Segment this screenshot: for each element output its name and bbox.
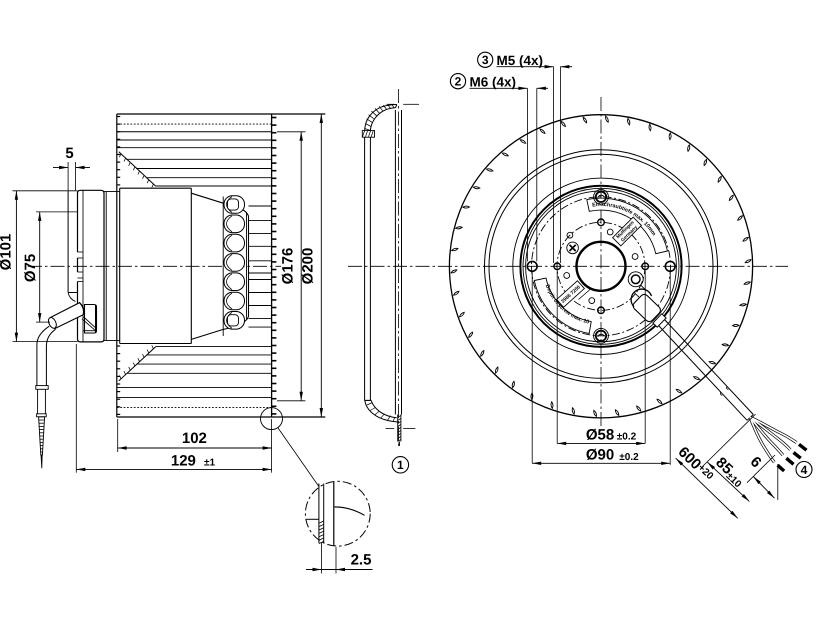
svg-text:±1: ±1 bbox=[204, 458, 215, 469]
svg-text:M6 (4x): M6 (4x) bbox=[470, 74, 517, 89]
svg-text:Ø176: Ø176 bbox=[279, 248, 296, 285]
svg-text:129: 129 bbox=[171, 453, 196, 470]
svg-text:2: 2 bbox=[455, 75, 462, 89]
svg-text:Ø90: Ø90 bbox=[586, 446, 614, 463]
svg-text:3: 3 bbox=[482, 53, 489, 67]
svg-text:Ø75: Ø75 bbox=[22, 254, 39, 282]
svg-text:4: 4 bbox=[801, 463, 808, 477]
svg-text:Ø200: Ø200 bbox=[299, 248, 316, 285]
svg-text:2.5: 2.5 bbox=[351, 552, 372, 569]
svg-text:M5 (4x): M5 (4x) bbox=[497, 53, 544, 68]
svg-text:1: 1 bbox=[397, 458, 404, 472]
svg-text:±0.2: ±0.2 bbox=[619, 452, 639, 463]
svg-text:5: 5 bbox=[65, 145, 73, 162]
svg-text:Ø101: Ø101 bbox=[0, 234, 15, 271]
svg-text:Ø58: Ø58 bbox=[586, 426, 614, 443]
svg-text:±0.2: ±0.2 bbox=[617, 431, 637, 442]
svg-text:102: 102 bbox=[182, 430, 207, 447]
